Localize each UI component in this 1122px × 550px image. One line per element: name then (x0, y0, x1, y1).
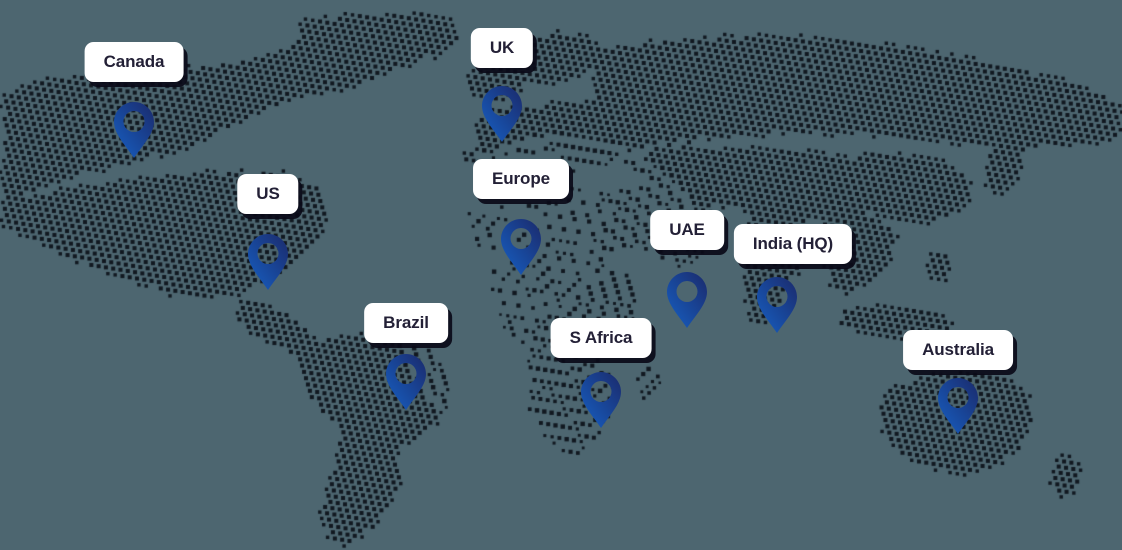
map-pin-icon (114, 102, 154, 158)
map-label-australia[interactable]: Australia (903, 330, 1013, 370)
map-label-uk[interactable]: UK (470, 28, 534, 68)
map-pin-icon (482, 86, 522, 142)
map-label-safrica[interactable]: S Africa (550, 318, 652, 358)
map-label-india[interactable]: India (HQ) (733, 224, 853, 264)
map-pin-icon (581, 372, 621, 428)
map-label-us[interactable]: US (237, 174, 299, 214)
map-label-canada[interactable]: Canada (84, 42, 184, 82)
map-pin-icon (248, 234, 288, 290)
map-pin-icon (757, 277, 797, 333)
map-pin-icon (667, 272, 707, 328)
map-label-europe[interactable]: Europe (473, 159, 569, 199)
map-label-uae[interactable]: UAE (650, 210, 724, 250)
map-label-brazil[interactable]: Brazil (364, 303, 448, 343)
map-pin-icon (501, 219, 541, 275)
map-pin-icon (938, 378, 978, 434)
map-pin-icon (386, 354, 426, 410)
